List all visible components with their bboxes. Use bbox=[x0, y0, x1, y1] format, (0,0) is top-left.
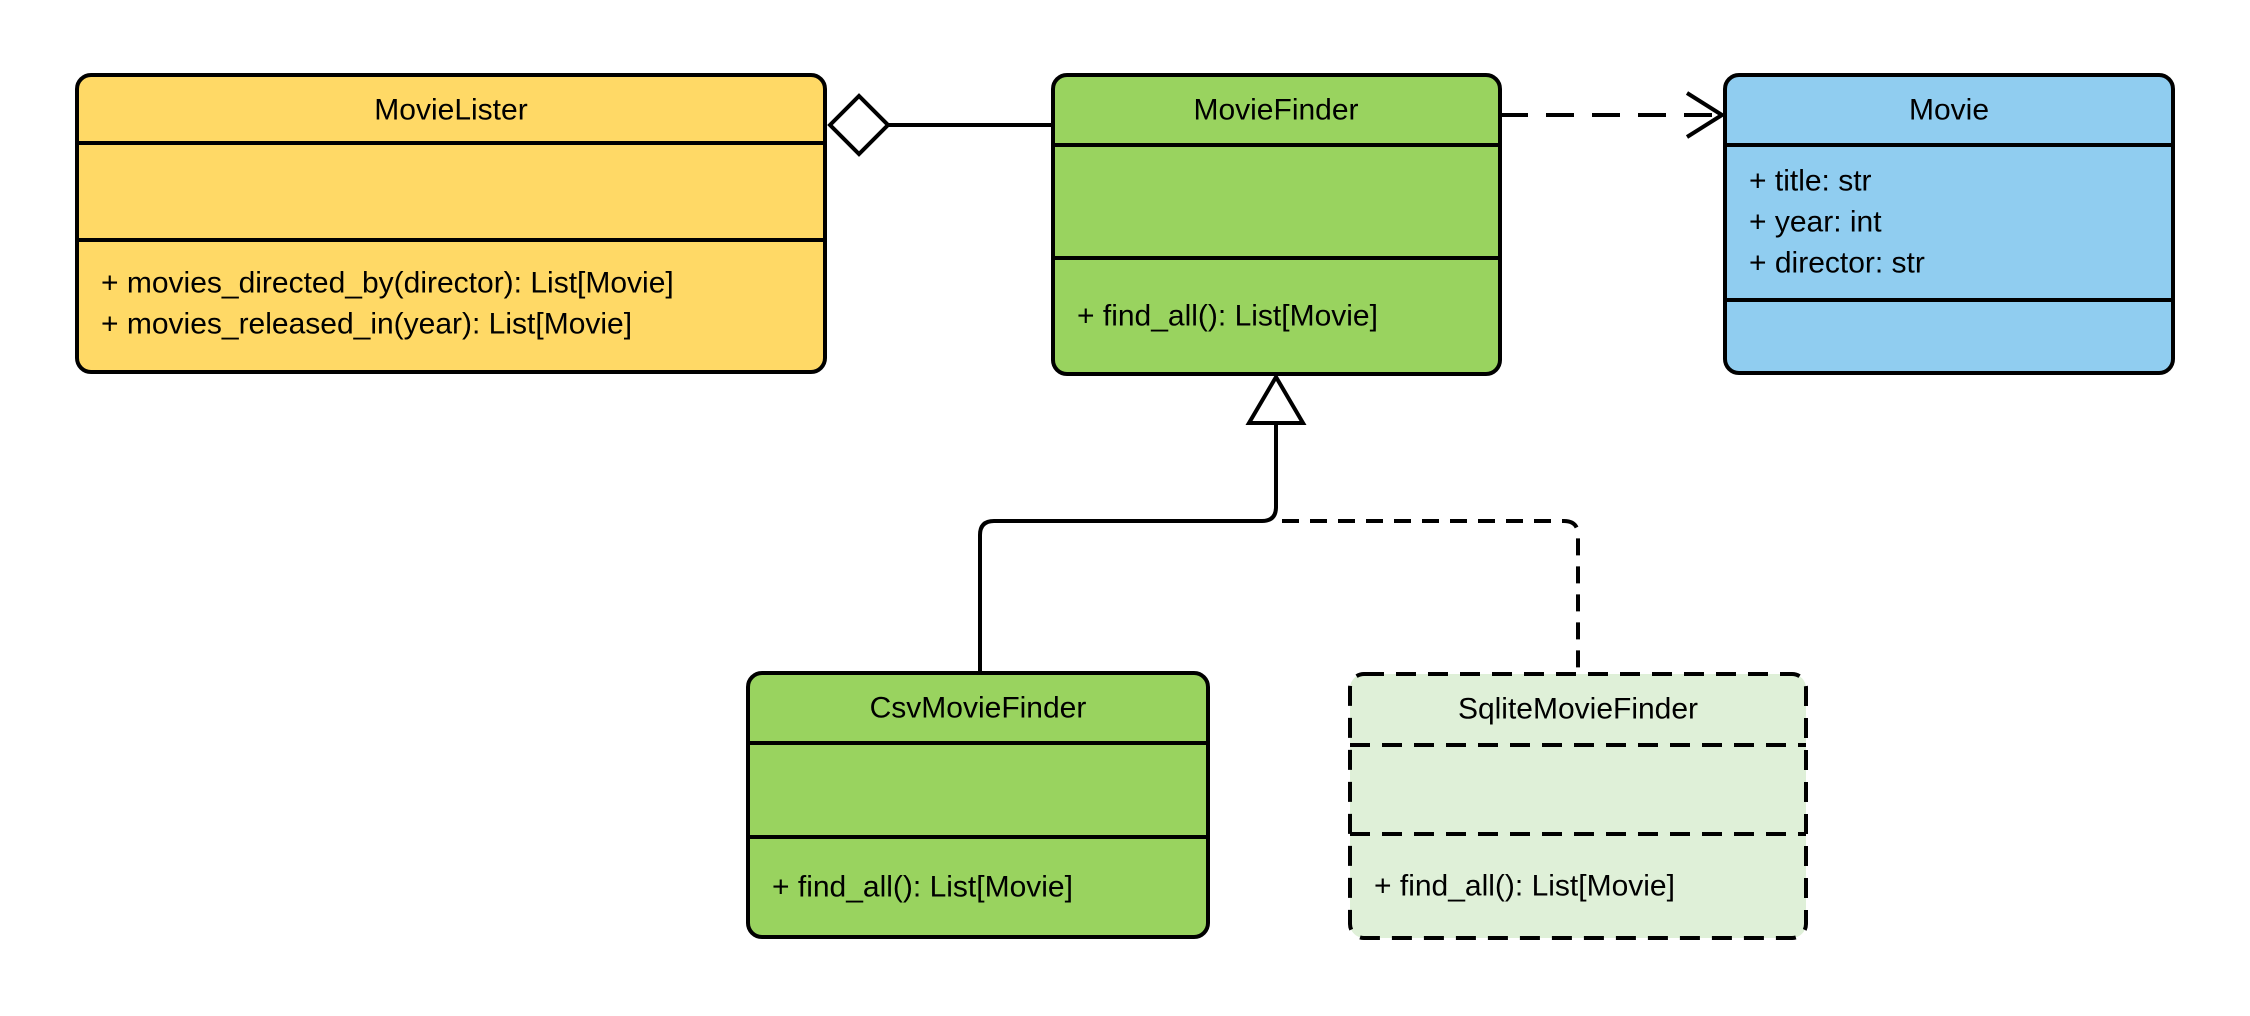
moviefinder-method: + find_all(): List[Movie] bbox=[1077, 300, 1378, 333]
moviefinder-title: MovieFinder bbox=[1193, 94, 1358, 127]
class-box-moviefinder: MovieFinder + find_all(): List[Movie] bbox=[1051, 73, 1502, 376]
class-box-csvmoviefinder: CsvMovieFinder + find_all(): List[Movie] bbox=[746, 671, 1210, 939]
edge-generalization-csvmoviefinder-moviefinder bbox=[978, 424, 1278, 671]
class-box-sqlitemoviefinder: SqliteMovieFinder + find_all(): List[Mov… bbox=[1348, 672, 1808, 940]
class-box-movielister: MovieLister + movies_directed_by(directo… bbox=[75, 73, 827, 374]
generalization-solid-path bbox=[978, 424, 1278, 671]
movie-attribute: + title: str bbox=[1749, 165, 1872, 198]
edge-generalization-sqlitemoviefinder-moviefinder bbox=[1282, 519, 1580, 672]
dependency-open-arrow-icon bbox=[1685, 91, 1726, 139]
aggregation-diamond-icon bbox=[827, 93, 891, 157]
movielister-rect bbox=[75, 73, 827, 374]
edge-aggregation-movielister-moviefinder bbox=[827, 93, 1053, 157]
movie-attribute: + director: str bbox=[1749, 247, 1925, 280]
csvmoviefinder-method: + find_all(): List[Movie] bbox=[772, 871, 1073, 904]
sqlitemoviefinder-method: + find_all(): List[Movie] bbox=[1374, 870, 1675, 903]
class-box-movie: Movie + title: str + year: int + directo… bbox=[1723, 73, 2175, 375]
moviefinder-rect bbox=[1051, 73, 1502, 376]
movielister-title: MovieLister bbox=[374, 94, 527, 127]
movie-title: Movie bbox=[1909, 94, 1989, 127]
movielister-method: + movies_released_in(year): List[Movie] bbox=[101, 308, 632, 341]
generalization-triangle-icon bbox=[1245, 373, 1307, 425]
edge-dependency-moviefinder-movie bbox=[1500, 91, 1726, 139]
csvmoviefinder-title: CsvMovieFinder bbox=[870, 692, 1087, 725]
generalization-dashed-path bbox=[1282, 519, 1580, 672]
csvmoviefinder-rect bbox=[746, 671, 1210, 939]
movielister-method: + movies_directed_by(director): List[Mov… bbox=[101, 267, 674, 300]
sqlitemoviefinder-title: SqliteMovieFinder bbox=[1458, 693, 1698, 726]
movie-attribute: + year: int bbox=[1749, 206, 1882, 239]
sqlitemoviefinder-rect bbox=[1348, 672, 1808, 940]
